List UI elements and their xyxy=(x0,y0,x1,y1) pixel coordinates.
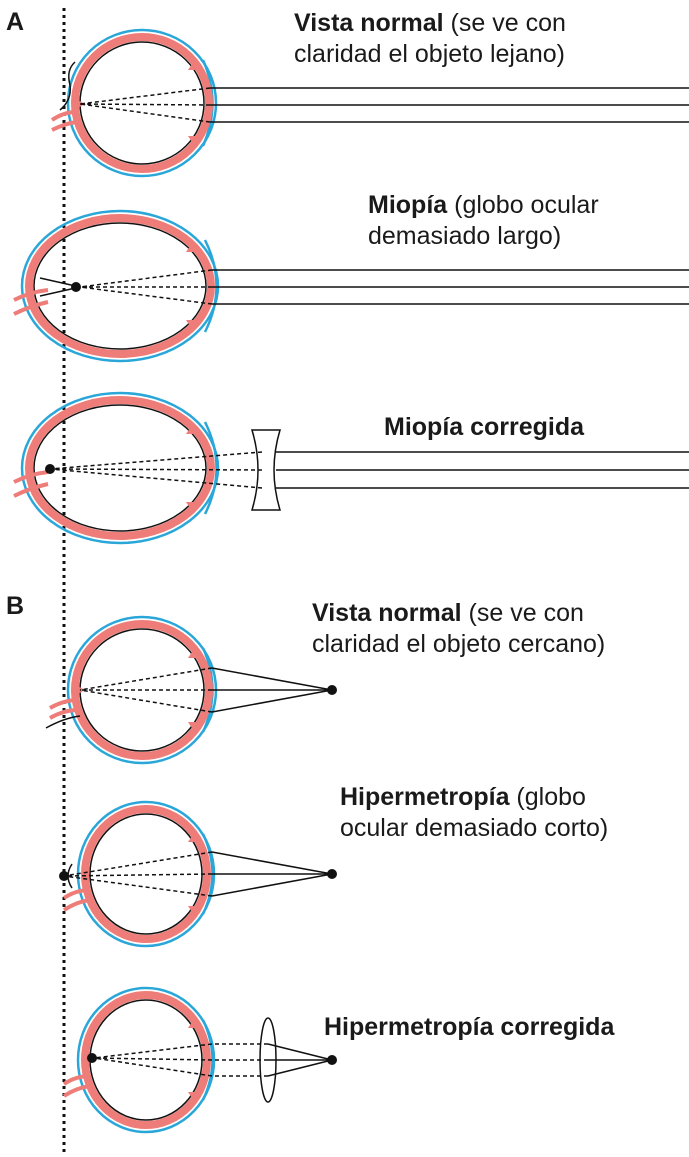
caption-title: Miopía corregida xyxy=(384,413,585,441)
eye-diagram-hyperopia-corrected xyxy=(62,986,216,1134)
rays-hyperopia-corrected xyxy=(93,1043,333,1077)
section-label-b: B xyxy=(6,592,25,620)
caption-title: Miopía xyxy=(368,191,448,219)
rays-normal-near xyxy=(79,667,333,713)
caption-detail: ocular demasiado corto) xyxy=(340,814,609,842)
focal-point xyxy=(59,871,69,881)
caption-detail: (globo xyxy=(509,783,586,811)
caption-myopia: Miopía (globo ocular demasiado largo) xyxy=(368,190,599,252)
section-label-a: A xyxy=(6,8,25,36)
rays-hyperopia xyxy=(63,851,333,897)
caption-title: Hipermetropía xyxy=(340,783,510,811)
caption-detail: claridad el objeto lejano) xyxy=(294,40,566,68)
caption-hyperopia-corrected: Hipermetropía corregida xyxy=(324,1012,614,1043)
eye-diagram-myopia-corrected xyxy=(13,391,220,545)
point-object-icon xyxy=(327,869,337,879)
caption-detail: demasiado largo) xyxy=(368,222,562,250)
rays-myopia-corrected xyxy=(49,451,689,489)
point-object-icon xyxy=(327,685,337,695)
rays-normal-far xyxy=(79,87,689,123)
caption-normal-far: Vista normal (se ve con claridad el obje… xyxy=(294,8,566,70)
caption-normal-near: Vista normal (se ve con claridad el obje… xyxy=(312,598,605,660)
focal-point xyxy=(45,464,55,474)
caption-detail: (se ve con xyxy=(443,9,566,37)
caption-myopia-corrected: Miopía corregida xyxy=(384,412,584,443)
caption-title: Hipermetropía corregida xyxy=(324,1013,615,1041)
caption-detail: (se ve con xyxy=(461,599,584,627)
caption-hyperopia: Hipermetropía (globo ocular demasiado co… xyxy=(340,782,608,844)
caption-detail: claridad el objeto cercano) xyxy=(312,630,606,658)
eye-diagram-myopia xyxy=(13,209,220,363)
caption-title: Vista normal xyxy=(294,9,444,37)
rays-myopia xyxy=(39,269,689,305)
point-object-icon xyxy=(327,1055,337,1065)
caption-detail: (globo ocular xyxy=(447,191,599,219)
focal-point xyxy=(71,282,81,292)
eye-diagram-hyperopia xyxy=(62,800,216,948)
focal-point xyxy=(87,1053,97,1063)
concave-lens-icon xyxy=(250,429,282,511)
caption-title: Vista normal xyxy=(312,599,462,627)
eye-diagram-normal-far xyxy=(50,28,218,178)
